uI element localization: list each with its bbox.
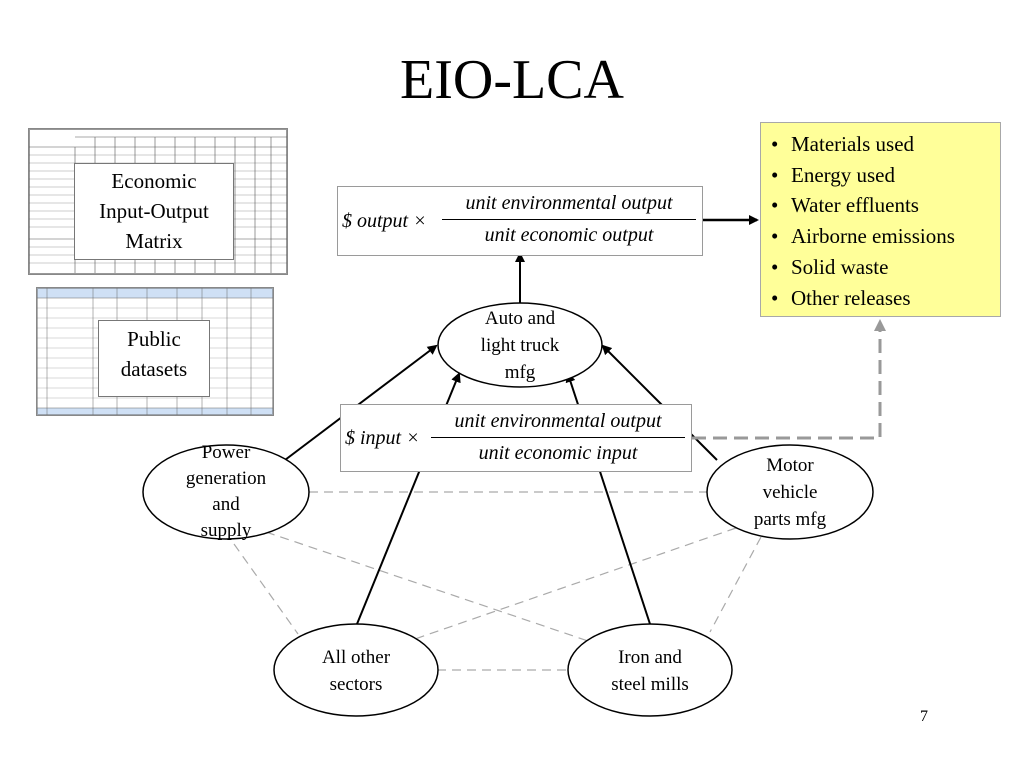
- input-formula-numerator: unit environmental output: [454, 410, 662, 432]
- output-formula-numerator: unit environmental output: [465, 192, 673, 214]
- release-item: Airborne emissions: [771, 221, 1000, 252]
- node-auto-line-3: mfg: [504, 362, 536, 383]
- node-motor-label: Motor vehicle parts mfg: [710, 452, 870, 533]
- release-item: Energy used: [771, 160, 1000, 191]
- datasets-label-line-2: datasets: [120, 357, 188, 381]
- datasets-label-box: Public datasets: [98, 320, 210, 397]
- output-formula-box: $ output × unit environmental output uni…: [337, 186, 703, 256]
- node-motor-line-3: parts mfg: [753, 509, 827, 530]
- inter-sector-links: [233, 491, 762, 671]
- node-auto-ellipse: [437, 302, 603, 388]
- node-iron-line-1: Iron and: [618, 647, 682, 668]
- node-other-line-2: sectors: [329, 674, 383, 695]
- environmental-releases-list: Materials used Energy used Water effluen…: [760, 122, 1001, 317]
- matrix-label-box: Economic Input-Output Matrix: [74, 163, 234, 260]
- release-item: Solid waste: [771, 252, 1000, 283]
- node-power-ellipse: [142, 444, 310, 540]
- page-number: 7: [920, 708, 928, 725]
- node-iron-ellipse: [567, 623, 733, 717]
- node-iron-label: Iron and steel mills: [570, 644, 730, 698]
- input-formula-lhs: $ input ×: [345, 426, 420, 449]
- node-iron-line-2: steel mills: [611, 674, 689, 695]
- link-motor-other: [411, 527, 737, 641]
- output-formula-lhs: $ output ×: [342, 209, 427, 232]
- output-formula-fraction: unit environmental output unit economic …: [442, 192, 696, 247]
- arrow-power-to-auto: [284, 344, 438, 461]
- node-auto-line-2: light truck: [480, 335, 560, 356]
- node-other-ellipse: [273, 623, 439, 717]
- node-motor-ellipse: [706, 444, 874, 540]
- arrow-motor-to-auto: [601, 344, 718, 461]
- release-item: Other releases: [771, 283, 1000, 314]
- link-motor-iron: [709, 536, 762, 633]
- datasets-label-line-1: Public: [127, 327, 181, 351]
- matrix-label-line-2: Input-Output: [99, 199, 209, 223]
- matrix-label-line-1: Economic: [111, 169, 197, 193]
- output-formula-denominator: unit economic output: [442, 219, 696, 247]
- input-formula-denominator: unit economic input: [431, 437, 685, 465]
- node-motor-line-2: vehicle: [762, 482, 818, 503]
- node-auto-label: Auto and light truck mfg: [440, 305, 600, 386]
- slide-title: EIO-LCA: [400, 49, 624, 111]
- node-power-line-3: and: [212, 494, 240, 515]
- release-item: Materials used: [771, 129, 1000, 160]
- node-other-line-1: All other: [321, 647, 391, 668]
- release-item: Water effluents: [771, 190, 1000, 221]
- link-power-iron: [265, 531, 601, 646]
- node-power-line-1: Power: [201, 442, 251, 463]
- node-power-label: Power generation and supply: [146, 440, 306, 544]
- node-power-line-2: generation: [185, 468, 267, 489]
- input-formula-box: $ input × unit environmental output unit…: [340, 404, 692, 472]
- input-to-releases-dashed-arrow: [692, 319, 886, 440]
- matrix-label-line-3: Matrix: [125, 229, 183, 253]
- node-motor-line-1: Motor: [766, 455, 814, 476]
- node-power-line-4: supply: [200, 520, 252, 541]
- input-formula-fraction: unit environmental output unit economic …: [431, 410, 685, 465]
- node-auto-line-1: Auto and: [484, 308, 556, 329]
- node-other-label: All other sectors: [276, 644, 436, 698]
- link-power-other: [233, 543, 299, 635]
